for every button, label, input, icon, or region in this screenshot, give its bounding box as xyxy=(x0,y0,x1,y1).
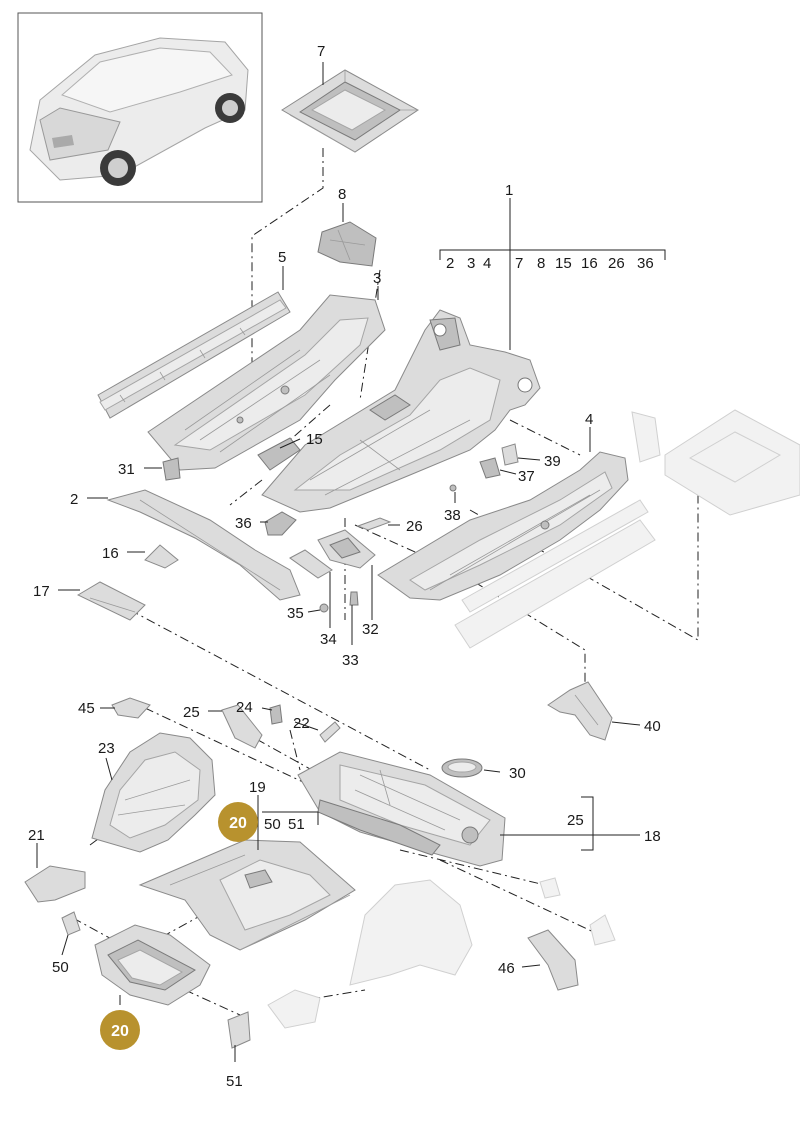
callout-21[interactable]: 21 xyxy=(28,827,45,844)
part-7-crossmember[interactable] xyxy=(281,69,419,153)
callout-18[interactable]: 18 xyxy=(644,828,661,845)
callout-32[interactable]: 32 xyxy=(362,621,379,638)
callout-51[interactable]: 51 xyxy=(226,1073,243,1090)
part-33-bolt[interactable] xyxy=(349,591,359,606)
callout-1[interactable]: 1 xyxy=(505,182,513,199)
callout-51-b[interactable]: 51 xyxy=(288,816,305,833)
ghost-right-wheelhouse xyxy=(267,877,616,1029)
part-18-rear-floor[interactable] xyxy=(297,751,506,867)
part-4-right-floor[interactable] xyxy=(377,451,629,601)
part-50-clip[interactable] xyxy=(61,911,81,936)
group-member: 7 xyxy=(515,255,523,272)
callout-26[interactable]: 26 xyxy=(406,518,423,535)
part-8-bracket[interactable] xyxy=(317,221,377,267)
ghost-rear-crossmember xyxy=(631,409,800,516)
group-member: 15 xyxy=(555,255,572,272)
group-member: 2 xyxy=(446,255,454,272)
callout-39[interactable]: 39 xyxy=(544,453,561,470)
callout-23[interactable]: 23 xyxy=(98,740,115,757)
callout-4[interactable]: 4 xyxy=(585,411,593,428)
badge-20-lower[interactable]: 20 xyxy=(100,1010,140,1050)
callout-3[interactable]: 3 xyxy=(373,270,381,287)
part-17-bracket[interactable] xyxy=(76,581,146,621)
callout-50-b[interactable]: 50 xyxy=(264,816,281,833)
part-1-center-floor[interactable] xyxy=(261,309,541,513)
callout-7[interactable]: 7 xyxy=(317,43,325,60)
ghost-right-rail xyxy=(454,499,656,649)
badge-label: 20 xyxy=(229,815,247,832)
callout-16[interactable]: 16 xyxy=(102,545,119,562)
part-35-bolt[interactable] xyxy=(319,603,329,613)
callout-46[interactable]: 46 xyxy=(498,960,515,977)
callout-25[interactable]: 25 xyxy=(183,704,200,721)
part-51-bracket[interactable] xyxy=(227,1011,251,1049)
callout-33[interactable]: 33 xyxy=(342,652,359,669)
callout-19[interactable]: 19 xyxy=(249,779,266,796)
callout-38[interactable]: 38 xyxy=(444,507,461,524)
part-46-bracket[interactable] xyxy=(527,929,579,991)
part-20-wheel-well[interactable] xyxy=(94,924,211,1006)
callout-37[interactable]: 37 xyxy=(518,468,535,485)
group-member: 3 xyxy=(467,255,475,272)
callout-31[interactable]: 31 xyxy=(118,461,135,478)
group-member: 26 xyxy=(608,255,625,272)
part-31-bracket[interactable] xyxy=(162,457,181,481)
badge-20-upper[interactable]: 20 xyxy=(218,802,258,842)
leader-lines xyxy=(36,62,666,1062)
badge-circle xyxy=(100,1010,140,1050)
part-15-bracket[interactable] xyxy=(257,437,301,471)
part-2-inner-rail[interactable] xyxy=(106,489,301,601)
callout-50[interactable]: 50 xyxy=(52,959,69,976)
callout-35[interactable]: 35 xyxy=(287,605,304,622)
callout-24[interactable]: 24 xyxy=(236,699,253,716)
part-30-plug[interactable] xyxy=(441,758,483,778)
group-member: 36 xyxy=(637,255,654,272)
callout-34[interactable]: 34 xyxy=(320,631,337,648)
part-16-bracket[interactable] xyxy=(144,544,179,569)
badge-circle xyxy=(218,802,258,842)
part-23-wheelhouse[interactable] xyxy=(91,732,216,853)
part-25-bracket[interactable] xyxy=(221,704,263,749)
part-21-bracket[interactable] xyxy=(24,865,86,903)
part-36-bracket[interactable] xyxy=(264,511,297,536)
vehicle-thumbnail xyxy=(29,37,249,186)
callout-17[interactable]: 17 xyxy=(33,583,50,600)
part-40-bracket[interactable] xyxy=(547,681,613,741)
callout-15[interactable]: 15 xyxy=(306,431,323,448)
part-19-floor-panel[interactable] xyxy=(138,839,356,951)
callout-labels: 7 8 1 2 3 4 7 8 15 16 26 36 5 3 4 15 31 … xyxy=(28,43,661,1090)
group-member: 8 xyxy=(537,255,545,272)
group-member: 4 xyxy=(483,255,491,272)
part-34-bracket[interactable] xyxy=(289,549,333,579)
part-24-clip[interactable] xyxy=(269,704,283,725)
callout-30[interactable]: 30 xyxy=(509,765,526,782)
callout-2[interactable]: 2 xyxy=(70,491,78,508)
group-1-member-list: 2 3 4 7 8 15 16 26 36 xyxy=(446,255,654,272)
part-3-left-floor[interactable] xyxy=(147,294,386,471)
group-member: 16 xyxy=(581,255,598,272)
callout-36[interactable]: 36 xyxy=(235,515,252,532)
callout-22[interactable]: 22 xyxy=(293,715,310,732)
part-26-strip[interactable] xyxy=(356,517,392,531)
part-5-sill-rail[interactable] xyxy=(97,291,291,419)
callout-40[interactable]: 40 xyxy=(644,718,661,735)
part-38-bolt[interactable] xyxy=(449,484,457,492)
part-37-bracket[interactable] xyxy=(479,457,501,479)
part-39-bracket[interactable] xyxy=(501,443,519,466)
part-45-bracket[interactable] xyxy=(111,697,151,719)
part-22-strip[interactable] xyxy=(319,721,341,743)
part-32-panel[interactable] xyxy=(317,529,376,569)
badge-label: 20 xyxy=(111,1023,129,1040)
callout-5[interactable]: 5 xyxy=(278,249,286,266)
callout-25-b[interactable]: 25 xyxy=(567,812,584,829)
callout-8[interactable]: 8 xyxy=(338,186,346,203)
callout-45[interactable]: 45 xyxy=(78,700,95,717)
